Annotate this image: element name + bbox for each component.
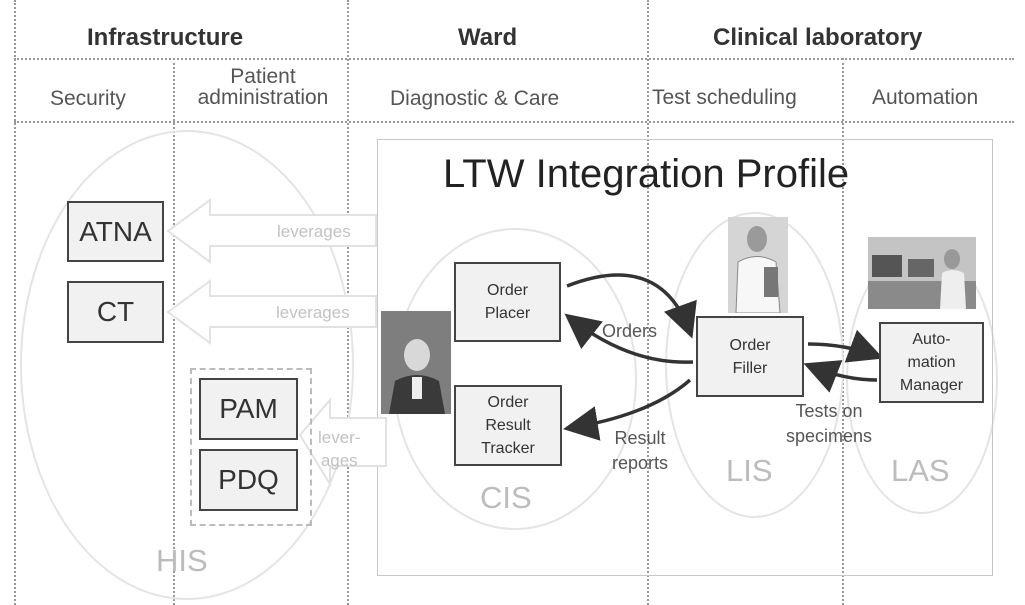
tests-on-specimens-label: Tests on specimens <box>786 401 872 447</box>
leverages-label-ct: leverages <box>276 303 350 322</box>
row-divider <box>14 58 1014 60</box>
subcolumn-patient-administration: Patient administration <box>178 66 348 108</box>
result-reports-line2: reports <box>612 453 669 473</box>
pdq-actor: PDQ <box>199 449 298 511</box>
order-filler-line1: Order <box>729 336 771 354</box>
pam-pdq-group <box>190 368 312 526</box>
column-header-ward: Ward <box>458 24 518 51</box>
order-placer-actor: Order Placer <box>454 262 561 342</box>
order-filler-line2: Filler <box>732 359 768 377</box>
leverages-label-atna: leverages <box>277 222 351 241</box>
order-result-tracker-line3: Tracker <box>481 440 535 457</box>
leverages-label-line2: ages <box>320 451 358 470</box>
profile-title: LTW Integration Profile <box>443 152 850 196</box>
manager-to-filler-arrow <box>803 360 878 393</box>
ltw-profile-panel <box>377 139 993 576</box>
leverages-label-line1: lever- <box>318 428 361 447</box>
order-result-tracker-line2: Result <box>485 417 531 434</box>
atna-actor: ATNA <box>67 201 164 262</box>
orders-arrow-to-filler <box>566 273 697 339</box>
orders-arrow-to-placer <box>564 313 694 364</box>
subcolumn-diagnostic-care: Diagnostic & Care <box>390 87 560 110</box>
ct-label: CT <box>96 296 135 327</box>
row-divider <box>14 121 1014 123</box>
leverages-arrow-ct <box>166 279 377 345</box>
column-divider <box>842 58 844 605</box>
subcolumn-test-scheduling: Test scheduling <box>652 86 797 109</box>
leverages-label-pam-pdq: lever- ages <box>318 428 361 471</box>
order-result-tracker-actor: Order Result Tracker <box>454 385 562 466</box>
automation-manager-line1: Auto- <box>912 331 951 348</box>
result-reports-line1: Result <box>614 428 666 448</box>
his-label: HIS <box>156 543 208 578</box>
atna-label: ATNA <box>79 215 152 247</box>
lab-technician-photo <box>728 217 788 313</box>
subcolumn-security: Security <box>50 87 126 110</box>
pam-label: PAM <box>219 393 278 424</box>
automation-manager-line2: mation <box>907 354 956 371</box>
order-filler-actor: Order Filler <box>696 316 804 397</box>
pam-actor: PAM <box>199 378 298 440</box>
tests-on-specimens-line2: specimens <box>786 426 873 446</box>
his-ellipse <box>20 130 354 600</box>
order-placer-line1: Order <box>487 282 528 299</box>
automation-lab-figure-icon <box>868 237 976 309</box>
ct-actor: CT <box>67 281 164 343</box>
column-divider <box>14 0 16 605</box>
lis-ellipse <box>665 212 844 518</box>
filler-to-manager-arrow <box>807 329 884 363</box>
leverages-arrow-atna <box>166 198 377 264</box>
las-label: LAS <box>891 453 950 488</box>
column-header-infrastructure: Infrastructure <box>87 24 244 51</box>
order-placer-line2: Placer <box>484 305 531 322</box>
subcolumn-patient-administration-line2: administration <box>197 86 329 109</box>
orders-label: Orders <box>602 321 658 341</box>
lab-technician-figure-icon <box>728 217 788 313</box>
automation-lab-photo <box>868 237 976 309</box>
subcolumn-automation: Automation <box>872 86 979 109</box>
order-result-tracker-line1: Order <box>487 394 529 411</box>
lis-label: LIS <box>726 453 773 488</box>
column-divider <box>647 0 649 605</box>
result-reports-arrow <box>563 378 692 441</box>
leverages-arrow-pam-pdq <box>298 397 387 488</box>
column-header-clinical-laboratory: Clinical laboratory <box>713 24 923 51</box>
automation-manager-line3: Manager <box>899 377 964 394</box>
cis-label: CIS <box>480 480 532 515</box>
tests-on-specimens-line1: Tests on <box>795 401 863 421</box>
automation-manager-actor: Auto- mation Manager <box>879 322 984 403</box>
clinician-photo <box>381 311 451 414</box>
clinician-figure-icon <box>381 311 451 414</box>
pdq-label: PDQ <box>218 464 279 495</box>
subcolumn-patient-administration-line1: Patient <box>230 65 296 88</box>
result-reports-label: Result reports <box>612 428 668 474</box>
